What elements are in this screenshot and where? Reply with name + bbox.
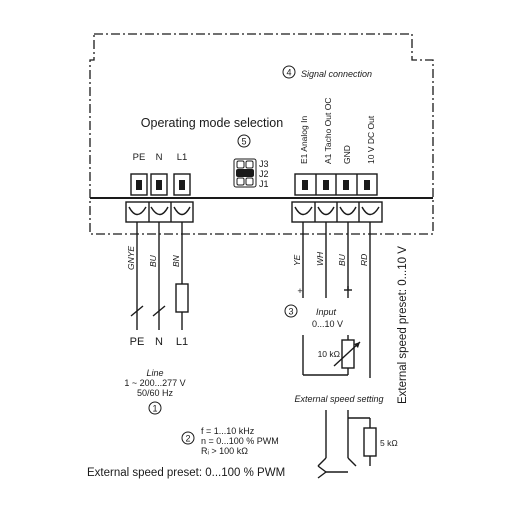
potentiometer-circuit	[302, 335, 361, 376]
terminal-label-l1: L1	[177, 152, 188, 163]
jumper-block	[233, 158, 257, 188]
svg-text:1: 1	[152, 404, 157, 414]
pot-value: 10 kΩ	[318, 349, 340, 359]
pwm-circuit	[317, 410, 377, 479]
line-terminal-l1: L1	[176, 336, 188, 348]
terminal-label-n: N	[156, 152, 163, 163]
signal-screw-clamps	[291, 201, 383, 223]
line-terminal-n: N	[155, 336, 163, 348]
terminal-label-gnd: GND	[342, 145, 352, 164]
line-frequency: 50/60 Hz	[137, 388, 174, 398]
power-screw-clamps	[125, 201, 194, 223]
jumper-label-j3: J3	[259, 159, 269, 169]
signal-wires	[302, 222, 371, 378]
resistor-value: 5 kΩ	[380, 438, 398, 448]
input-label: Input	[316, 307, 337, 317]
page-title: Operating mode selection	[141, 116, 283, 130]
power-wires	[130, 222, 189, 330]
svg-text:3: 3	[288, 307, 293, 317]
wire-color-ye: YE	[292, 254, 302, 266]
external-speed-setting: External speed setting	[294, 394, 383, 404]
signal-terminal-block	[294, 173, 378, 196]
line-label: Line	[146, 368, 163, 378]
terminal-label-e1: E1 Analog In	[299, 116, 309, 164]
marker-4: 4	[282, 65, 296, 79]
plus-sign: +	[297, 286, 302, 296]
wire-color-wh: WH	[315, 251, 325, 266]
power-terminal-block	[130, 173, 191, 196]
marker-5: 5	[237, 134, 251, 148]
input-range: 0...10 V	[312, 319, 343, 329]
wire-color-bn: BN	[171, 254, 181, 267]
marker-3: 3	[284, 304, 298, 318]
marker-1: 1	[148, 401, 162, 415]
terminal-label-a1: A1 Tacho Out OC	[323, 98, 333, 164]
ext-preset-voltage: External speed preset: 0...10 V	[397, 246, 409, 404]
signal-connection-label: Signal connection	[301, 69, 372, 79]
wire-color-bu-signal: BU	[337, 253, 347, 266]
enclosure-boundary	[89, 33, 434, 235]
terminal-label-10v: 10 V DC Out	[366, 115, 376, 164]
ext-preset-pwm: External speed preset: 0...100 % PWM	[87, 467, 285, 479]
pwm-spec-speed: n = 0...100 % PWM	[201, 436, 279, 446]
svg-text:2: 2	[185, 434, 190, 444]
wire-color-rd: RD	[359, 254, 369, 266]
jumper-label-j2: J2	[259, 169, 269, 179]
line-terminal-pe: PE	[130, 336, 145, 348]
jumper-label-j1: J1	[259, 179, 269, 189]
svg-text:5: 5	[241, 137, 246, 147]
pwm-spec-frequency: f = 1...10 kHz	[201, 426, 255, 436]
svg-text:4: 4	[286, 68, 291, 78]
pwm-spec-resistance: Rᵢ > 100 kΩ	[201, 446, 248, 456]
terminal-label-pe: PE	[133, 152, 146, 163]
line-voltage: 1 ~ 200...277 V	[124, 378, 185, 388]
wire-color-gnye: GNYE	[126, 246, 136, 270]
marker-2: 2	[181, 431, 195, 445]
wire-color-bu-power: BU	[148, 254, 158, 267]
